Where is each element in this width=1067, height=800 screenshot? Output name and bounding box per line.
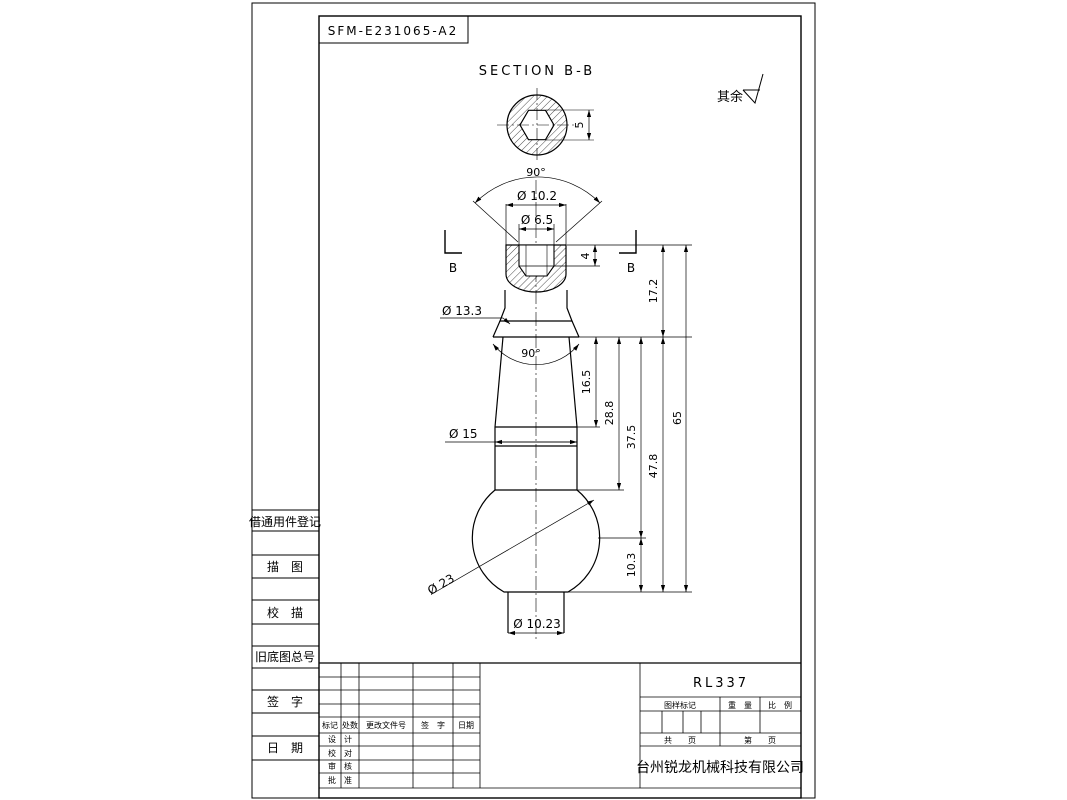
drawing-number-box: SFM-E231065-A2 bbox=[318, 15, 469, 44]
strip-sign: 签 字 bbox=[267, 694, 303, 709]
drawing-stage: 图样标记 bbox=[664, 700, 696, 710]
dim-len-17-2: 17.2 bbox=[647, 279, 660, 304]
socket-cavity bbox=[518, 244, 555, 277]
dim-len-65: 65 bbox=[671, 411, 684, 425]
col-date: 日期 bbox=[458, 721, 474, 730]
strip-trace: 描 图 bbox=[267, 560, 303, 574]
strip-reg: 借通用件登记 bbox=[249, 514, 321, 529]
dim-dia-10-2: Ø 10.2 bbox=[517, 189, 557, 203]
dim-dia-13-3: Ø 13.3 bbox=[442, 304, 482, 318]
section-marker-right bbox=[619, 230, 637, 254]
neck bbox=[494, 336, 578, 491]
sheet-frame bbox=[251, 2, 816, 799]
sheet-number: 第 页 bbox=[744, 735, 776, 745]
dim-len-47-8: 47.8 bbox=[647, 454, 660, 479]
section-marker-left bbox=[444, 230, 462, 254]
main-view: B B 90° Ø 10.2 Ø 6.5 4 17.2 Ø 13.3 90° 1… bbox=[425, 166, 692, 640]
total-pages: 共 页 bbox=[664, 736, 696, 745]
dim-dia-23: Ø 23 bbox=[425, 571, 457, 597]
dim-len-37-5: 37.5 bbox=[625, 425, 638, 450]
row-check: 校 对 bbox=[328, 748, 352, 758]
col-count: 处数 bbox=[342, 720, 358, 730]
col-sign: 签 字 bbox=[421, 720, 445, 730]
part-number: RL337 bbox=[693, 676, 749, 691]
strip-date: 日 期 bbox=[267, 741, 303, 755]
ball bbox=[471, 489, 601, 633]
row-design: 设 计 bbox=[328, 734, 352, 744]
dim-len-28-8: 28.8 bbox=[603, 401, 616, 426]
section-mark-right-label: B bbox=[627, 261, 635, 275]
dim-cone-angle-mid: 90° bbox=[521, 347, 541, 360]
dimensions bbox=[431, 176, 692, 636]
weight-label: 重 量 bbox=[728, 700, 752, 710]
collar bbox=[492, 290, 580, 338]
strip-old-num: 旧底图总号 bbox=[255, 649, 315, 664]
company-name: 台州锐龙机械科技有限公司 bbox=[636, 760, 804, 776]
section-view: 5 bbox=[497, 88, 594, 162]
col-doc: 更改文件号 bbox=[366, 720, 406, 730]
dim-dia-6-5: Ø 6.5 bbox=[521, 213, 553, 227]
scale-label: 比 例 bbox=[768, 700, 792, 710]
row-approve: 批 准 bbox=[328, 775, 352, 785]
dim-len-10-3: 10.3 bbox=[625, 553, 638, 578]
row-review: 审 核 bbox=[328, 761, 352, 771]
dim-dia-10-23: Ø 10.23 bbox=[513, 617, 561, 631]
section-mark-left-label: B bbox=[449, 261, 457, 275]
section-title: SECTION B-B bbox=[479, 64, 595, 79]
dim-len-16-5: 16.5 bbox=[580, 370, 593, 395]
dim-cone-angle-top: 90° bbox=[526, 166, 546, 179]
dim-dia-15: Ø 15 bbox=[449, 427, 478, 441]
roughness-note: 其余 bbox=[717, 73, 764, 105]
col-marker: 标记 bbox=[322, 720, 338, 730]
strip-check-trace: 校 描 bbox=[267, 605, 303, 620]
dim-depth-4: 4 bbox=[579, 253, 592, 260]
title-block: RL337 标记 处数 更改文件号 签 字 日期 设 计 校 对 审 核 批 准… bbox=[319, 662, 804, 789]
dim-hex-width: 5 bbox=[573, 122, 586, 129]
top-shank bbox=[505, 244, 567, 293]
roughness-label: 其余 bbox=[717, 89, 743, 105]
left-strip: 借通用件登记 描 图 校 描 旧底图总号 签 字 日 期 bbox=[249, 509, 321, 761]
drawing-number: SFM-E231065-A2 bbox=[328, 24, 459, 38]
